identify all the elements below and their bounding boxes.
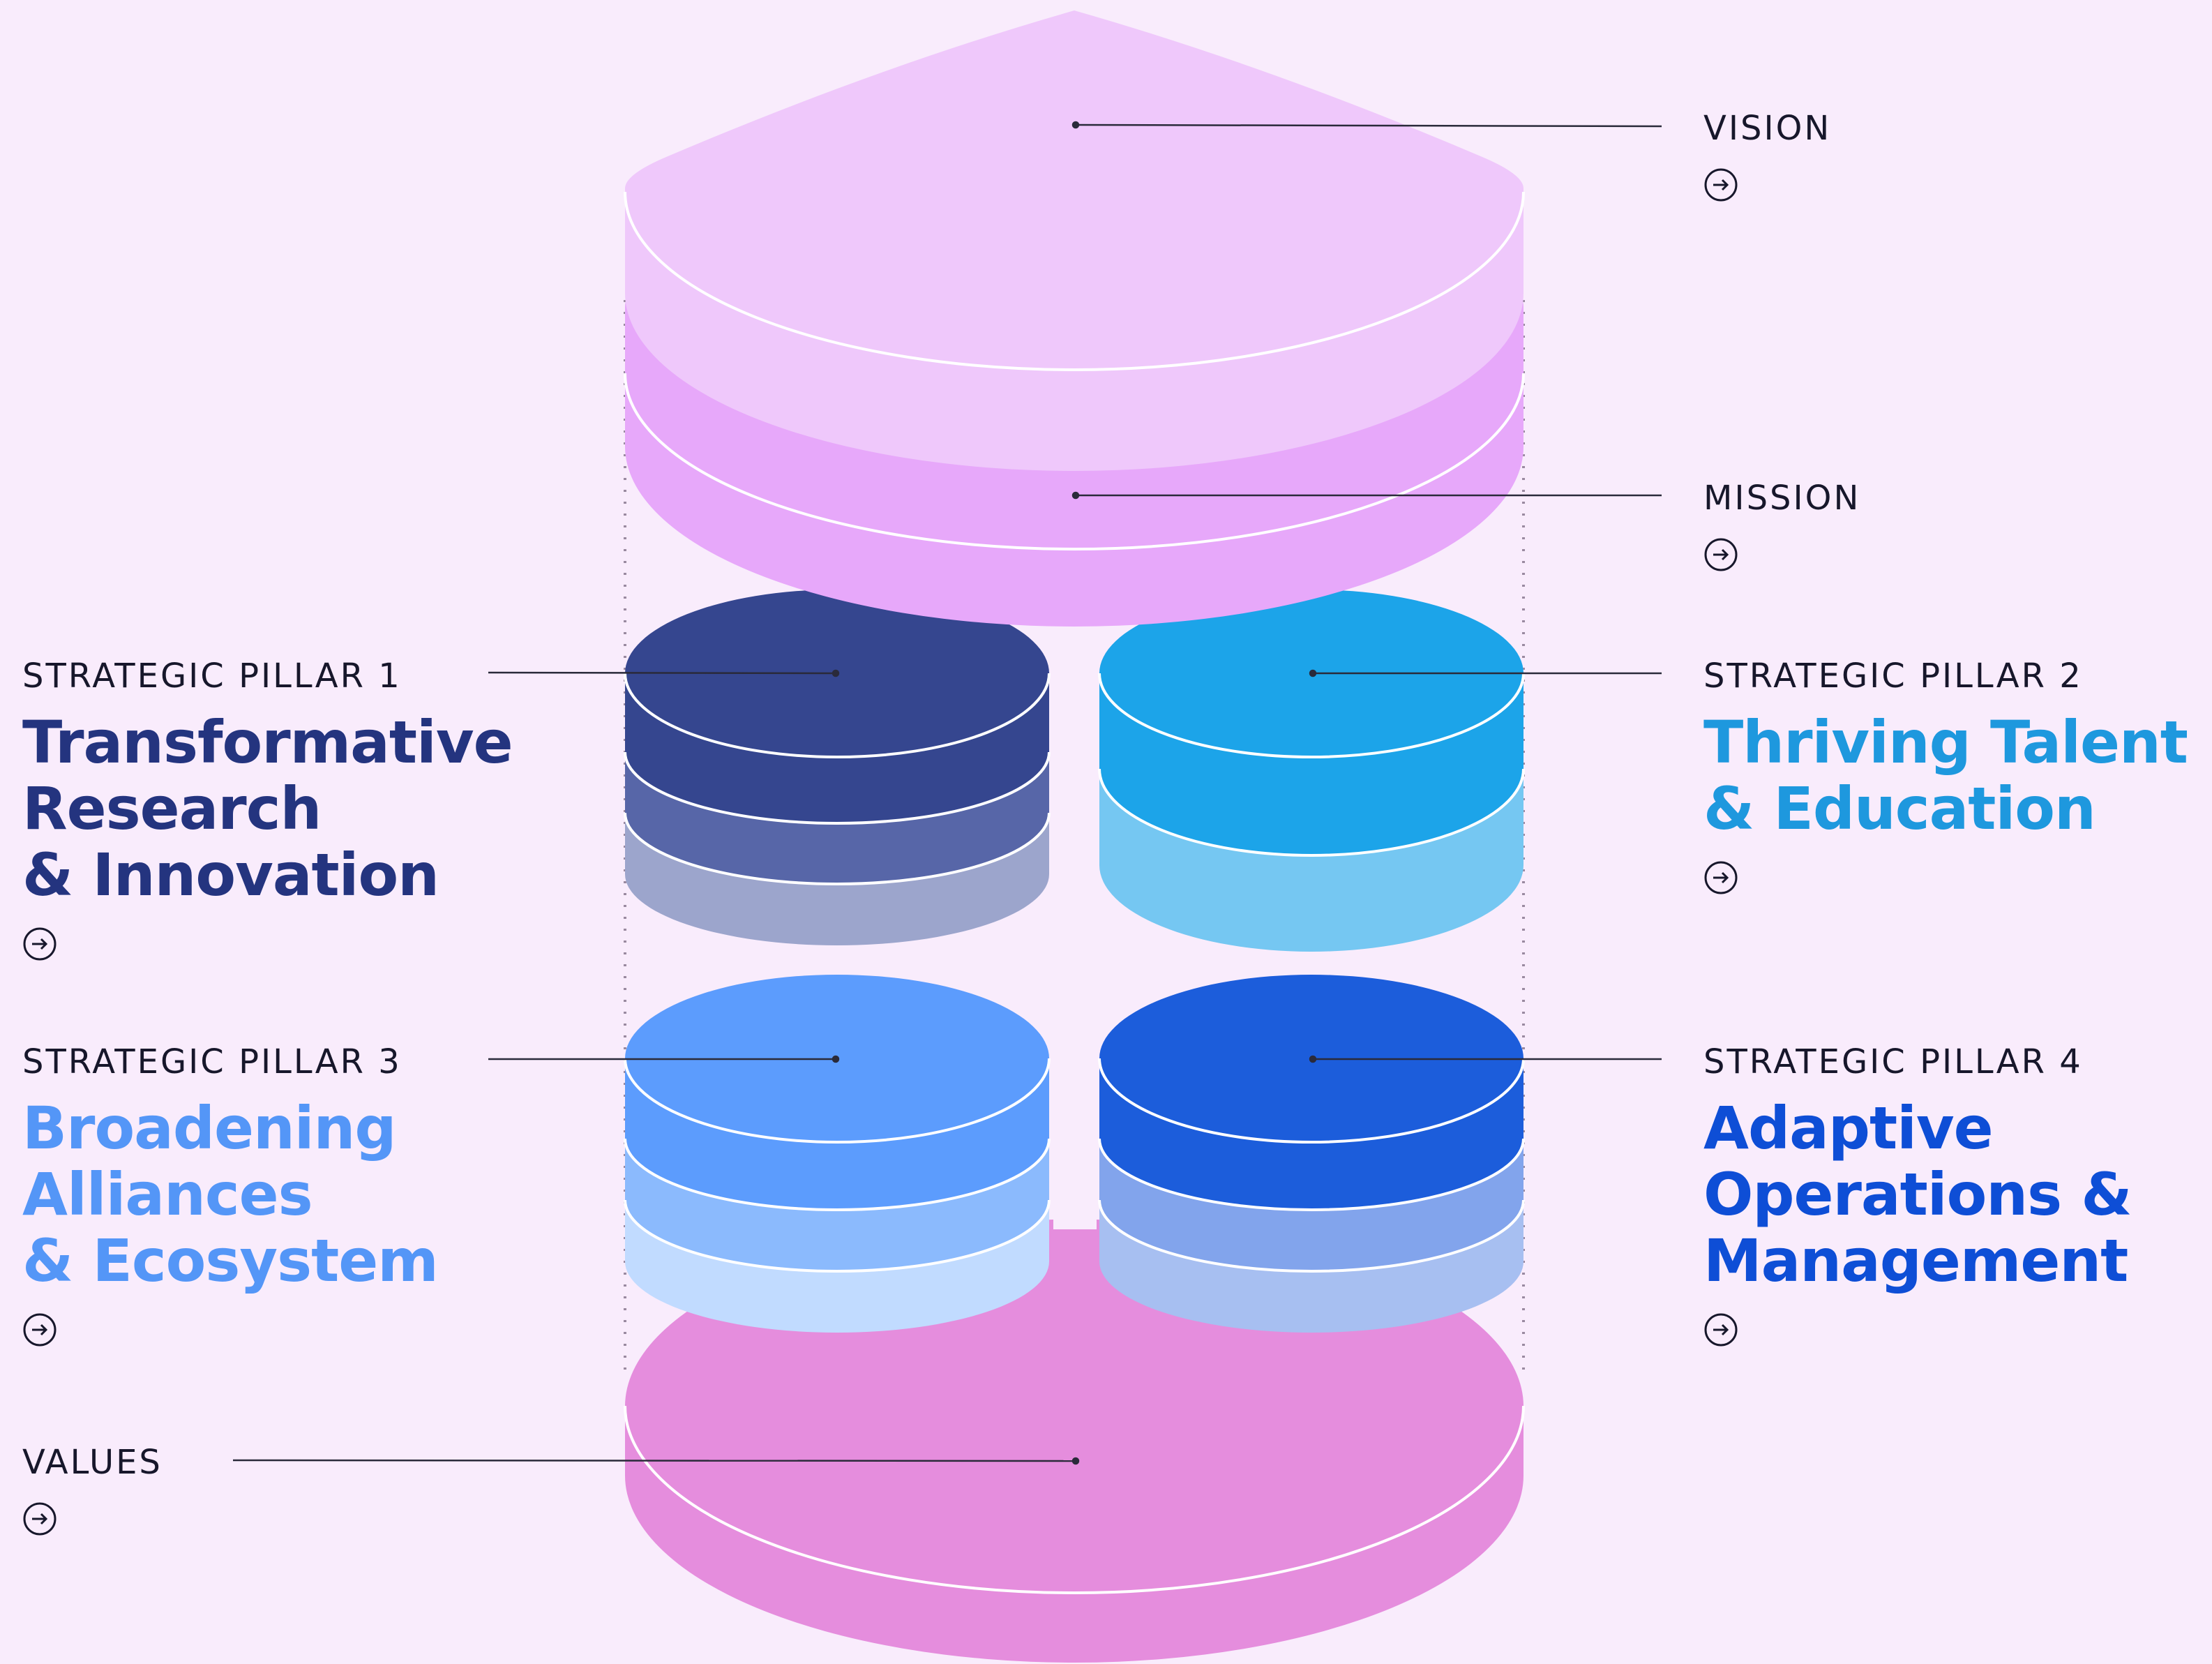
- pillar-4-title[interactable]: Adaptive Operations & Management: [1703, 1095, 2132, 1294]
- pillar-4-title-line: Operations &: [1703, 1160, 2132, 1229]
- values-kicker: VALUES: [22, 1443, 163, 1482]
- pillar-3-arrow-icon[interactable]: [22, 1312, 57, 1347]
- pillar-2-title-line: & Education: [1703, 774, 2096, 843]
- pillar-2-label: STRATEGIC PILLAR 2 Thriving Talent & Edu…: [1703, 659, 2188, 895]
- pillar-1-title-line: Transformative: [22, 708, 513, 777]
- pillar-4-title-line: Management: [1703, 1227, 2128, 1295]
- pillar-1-stack: [624, 590, 1051, 945]
- pillar-4-label: STRATEGIC PILLAR 4 Adaptive Operations &…: [1703, 1045, 2132, 1347]
- pillar-1-arrow-icon[interactable]: [22, 927, 57, 961]
- vision-arrow-icon[interactable]: [1703, 167, 1738, 202]
- values-arrow-icon[interactable]: [22, 1501, 57, 1536]
- pillar-3-kicker: STRATEGIC PILLAR 3: [22, 1042, 402, 1081]
- dotted-guides: [624, 300, 1525, 1374]
- pillar-1-label: STRATEGIC PILLAR 1 Transformative Resear…: [22, 659, 513, 961]
- pillar-3-title-line: Alliances: [22, 1160, 313, 1229]
- pillar-3-title[interactable]: Broadening Alliances & Ecosystem: [22, 1094, 439, 1295]
- pillar-1-title[interactable]: Transformative Research & Innovation: [22, 710, 513, 908]
- vision-kicker: VISION: [1703, 109, 1832, 148]
- vision-shape: [624, 10, 1525, 471]
- vision-label: VISION: [1703, 112, 1831, 202]
- pillar-1-title-line: & Innovation: [22, 841, 439, 909]
- pillar-2-kicker: STRATEGIC PILLAR 2: [1703, 657, 2083, 696]
- pillar-4-title-line: Adaptive: [1703, 1094, 1994, 1162]
- pillar-4-stack: [1098, 975, 1525, 1333]
- mission-arrow-icon[interactable]: [1703, 537, 1738, 572]
- pillar-2-title-line: Thriving Talent: [1703, 708, 2188, 777]
- pillar-1-kicker: STRATEGIC PILLAR 1: [22, 657, 402, 696]
- mission-kicker: MISSION: [1703, 479, 1861, 518]
- pillar-3-stack: [624, 975, 1051, 1333]
- leader-lines: [232, 121, 1662, 1465]
- values-label: VALUES: [22, 1446, 163, 1536]
- mission-label: MISSION: [1703, 481, 1860, 572]
- pillar-4-arrow-icon[interactable]: [1703, 1312, 1738, 1347]
- pillar-3-label: STRATEGIC PILLAR 3 Broadening Alliances …: [22, 1042, 439, 1347]
- pillar-1-title-line: Research: [22, 774, 322, 843]
- pillar-4-kicker: STRATEGIC PILLAR 4: [1703, 1042, 2083, 1081]
- pillar-2-arrow-icon[interactable]: [1703, 860, 1738, 895]
- pillar-3-title-line: Broadening: [22, 1094, 396, 1162]
- pillar-2-stack: [1098, 590, 1525, 952]
- pillar-2-title[interactable]: Thriving Talent & Education: [1703, 710, 2188, 842]
- pillar-3-title-line: & Ecosystem: [22, 1227, 439, 1295]
